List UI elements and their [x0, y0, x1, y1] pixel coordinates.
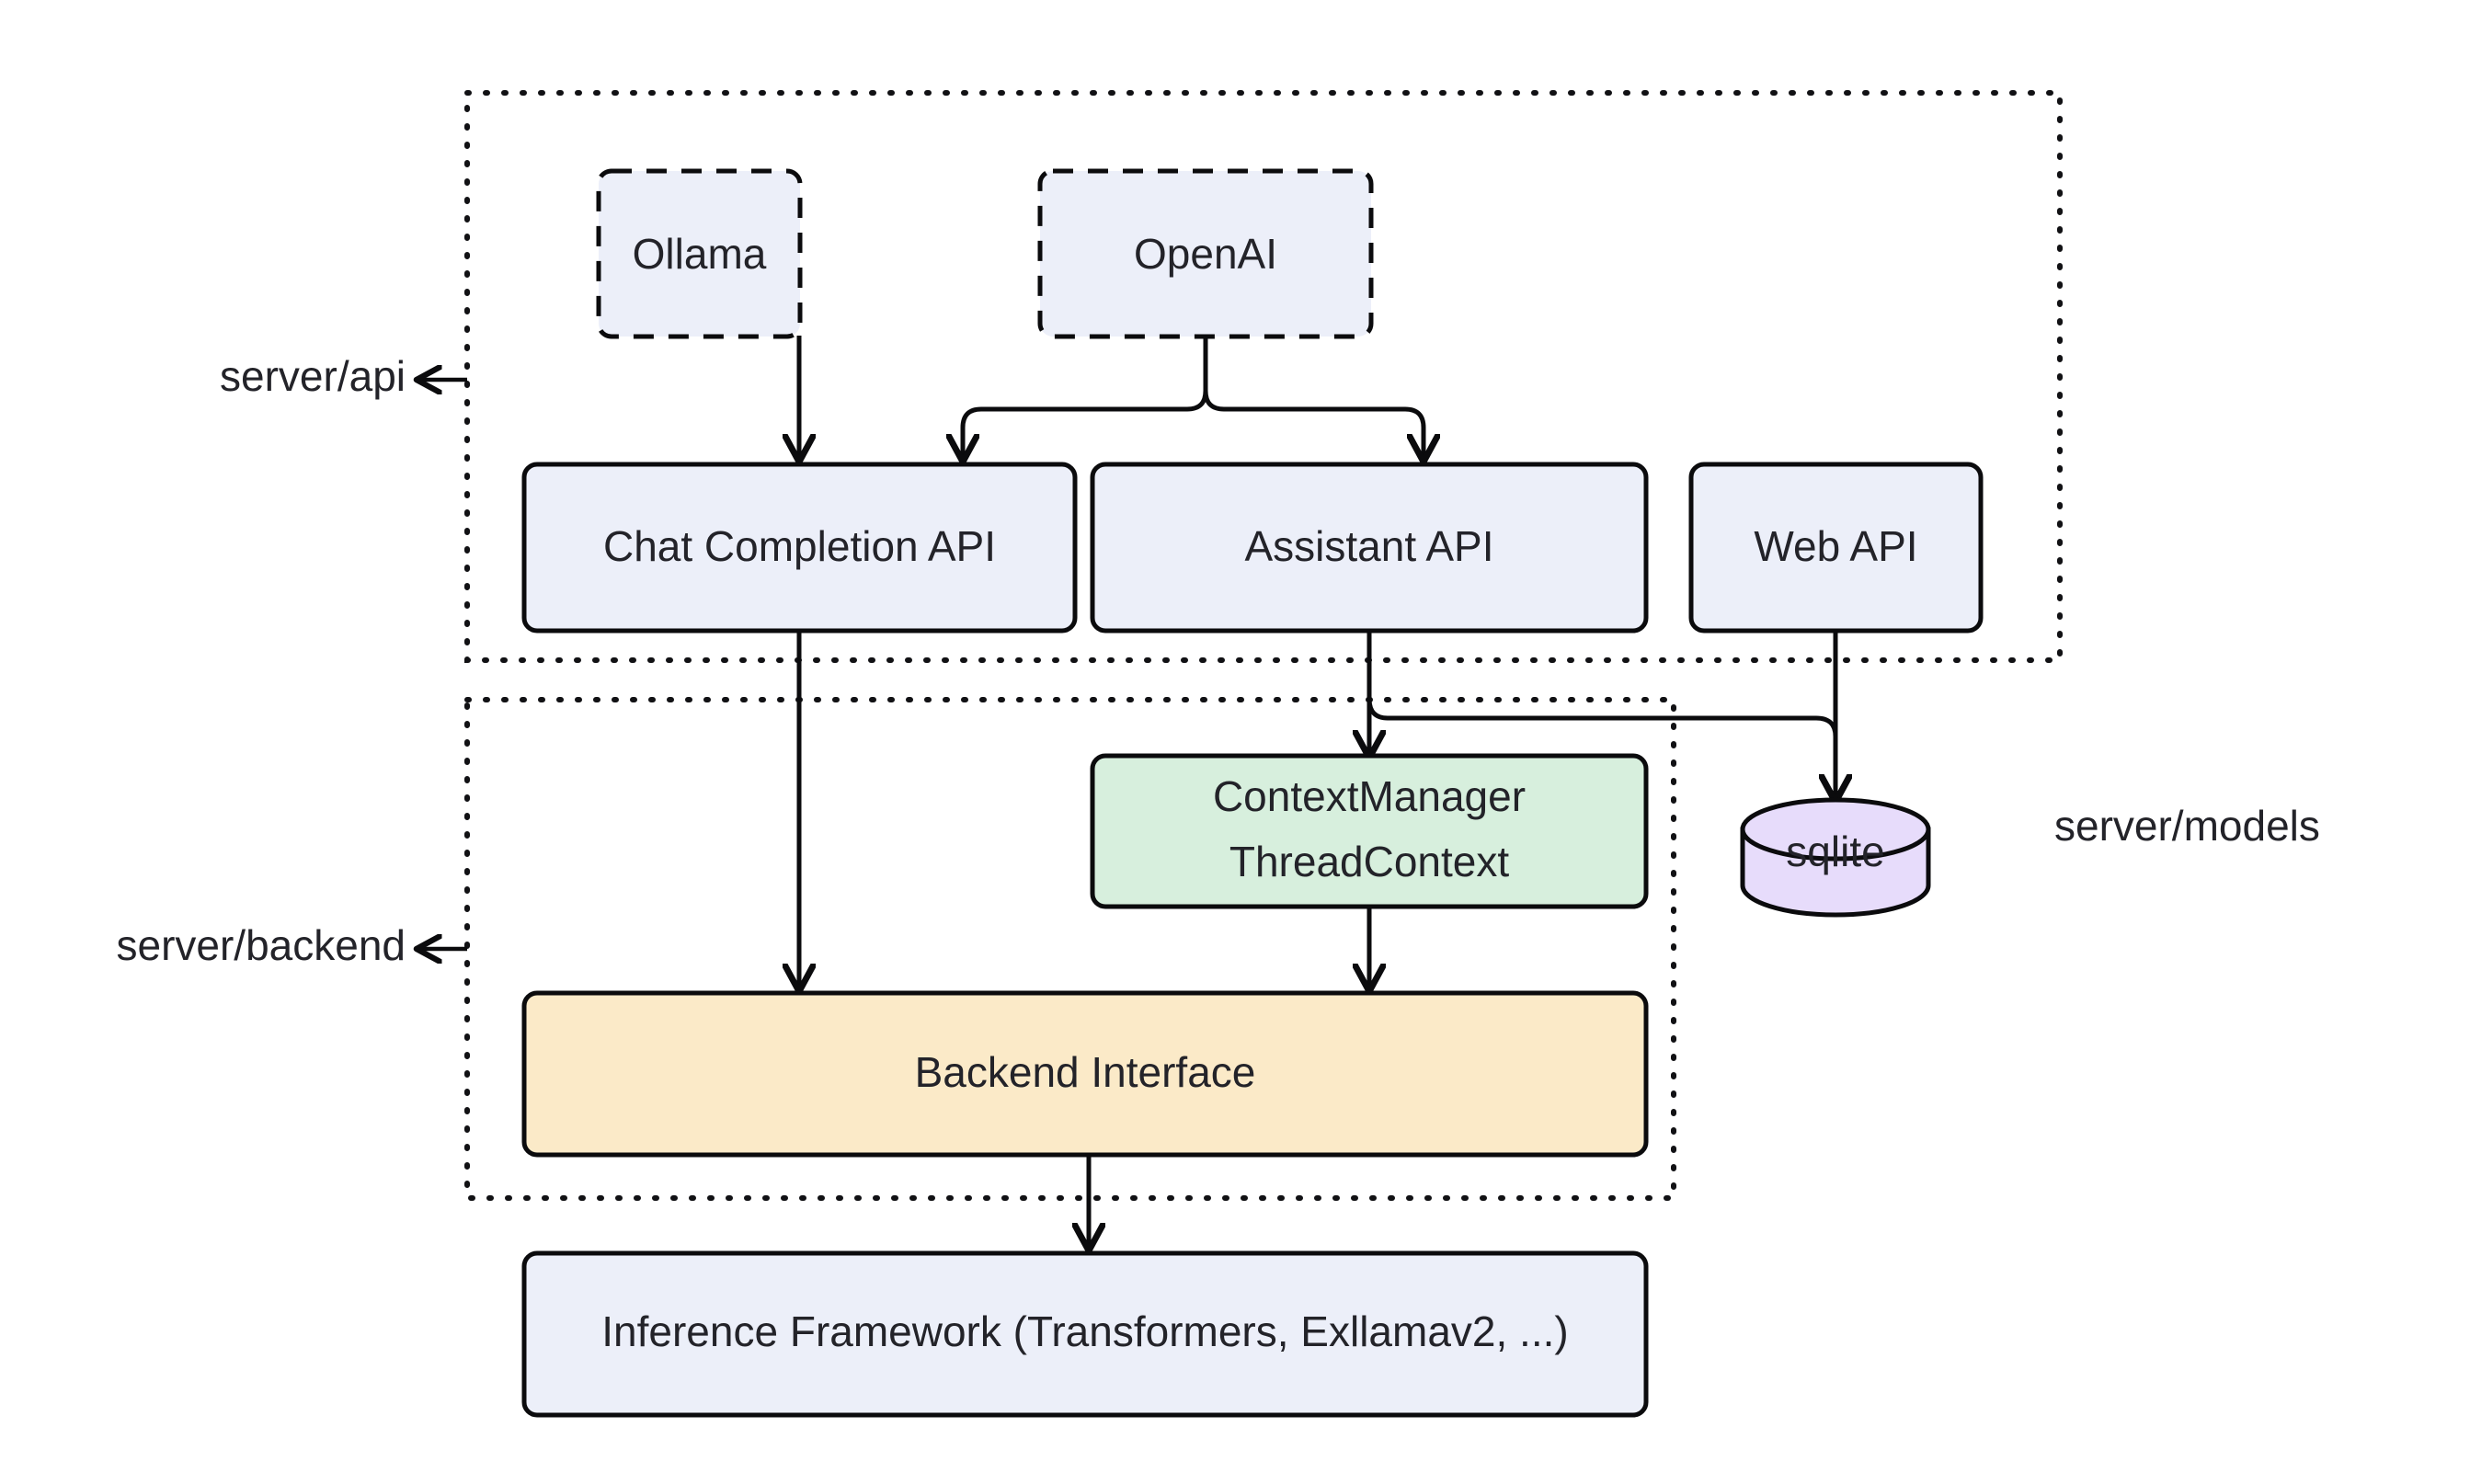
node-sqlite-label: sqlite: [1786, 828, 1884, 875]
node-inference-framework[interactable]: Inference Framework (Transformers, Exlla…: [521, 1250, 1649, 1418]
node-chat-completion-api-label: Chat Completion API: [603, 522, 996, 570]
node-web-api-label: Web API: [1754, 522, 1917, 570]
node-sqlite[interactable]: sqlite: [1740, 797, 1931, 918]
node-openai-box: [1037, 168, 1374, 339]
node-inference-framework-label: Inference Framework (Transformers, Exlla…: [601, 1307, 1568, 1355]
node-ollama-label: Ollama: [633, 230, 767, 278]
node-web-api[interactable]: Web API: [1688, 462, 1984, 634]
group-label-server-api: server/api: [220, 352, 406, 400]
node-inference-framework-box: [521, 1250, 1649, 1418]
node-web-api-box: [1688, 462, 1984, 634]
group-frame-server-api: [464, 90, 2063, 663]
node-backend-interface-label: Backend Interface: [915, 1048, 1256, 1096]
node-openai-label: OpenAI: [1134, 230, 1277, 278]
group-label-server-models: server/models: [2054, 802, 2320, 850]
node-chat-completion-api-box: [521, 462, 1078, 634]
node-openai[interactable]: OpenAI: [1037, 168, 1374, 339]
edge-openai-to-assistant-api: [1203, 390, 1424, 460]
node-context-manager-label-line1: ContextManager: [1213, 772, 1526, 820]
node-chat-completion-api[interactable]: Chat Completion API: [521, 462, 1078, 634]
node-context-manager-box: [1090, 753, 1649, 909]
node-ollama-box: [596, 168, 803, 339]
node-sqlite-cylinder-top: [1740, 797, 1931, 862]
node-backend-interface-box: [521, 990, 1649, 1158]
node-context-manager-label-line2: ThreadContext: [1229, 838, 1509, 885]
node-assistant-api-label: Assistant API: [1244, 522, 1493, 570]
node-ollama[interactable]: Ollama: [596, 168, 803, 339]
node-backend-interface[interactable]: Backend Interface: [521, 990, 1649, 1158]
node-context-manager[interactable]: ContextManager ThreadContext: [1090, 753, 1649, 909]
node-assistant-api-box: [1090, 462, 1649, 634]
group-label-server-backend: server/backend: [117, 921, 406, 969]
node-assistant-api[interactable]: Assistant API: [1090, 462, 1649, 634]
edge-openai-to-chat-completion-api: [963, 390, 1208, 460]
